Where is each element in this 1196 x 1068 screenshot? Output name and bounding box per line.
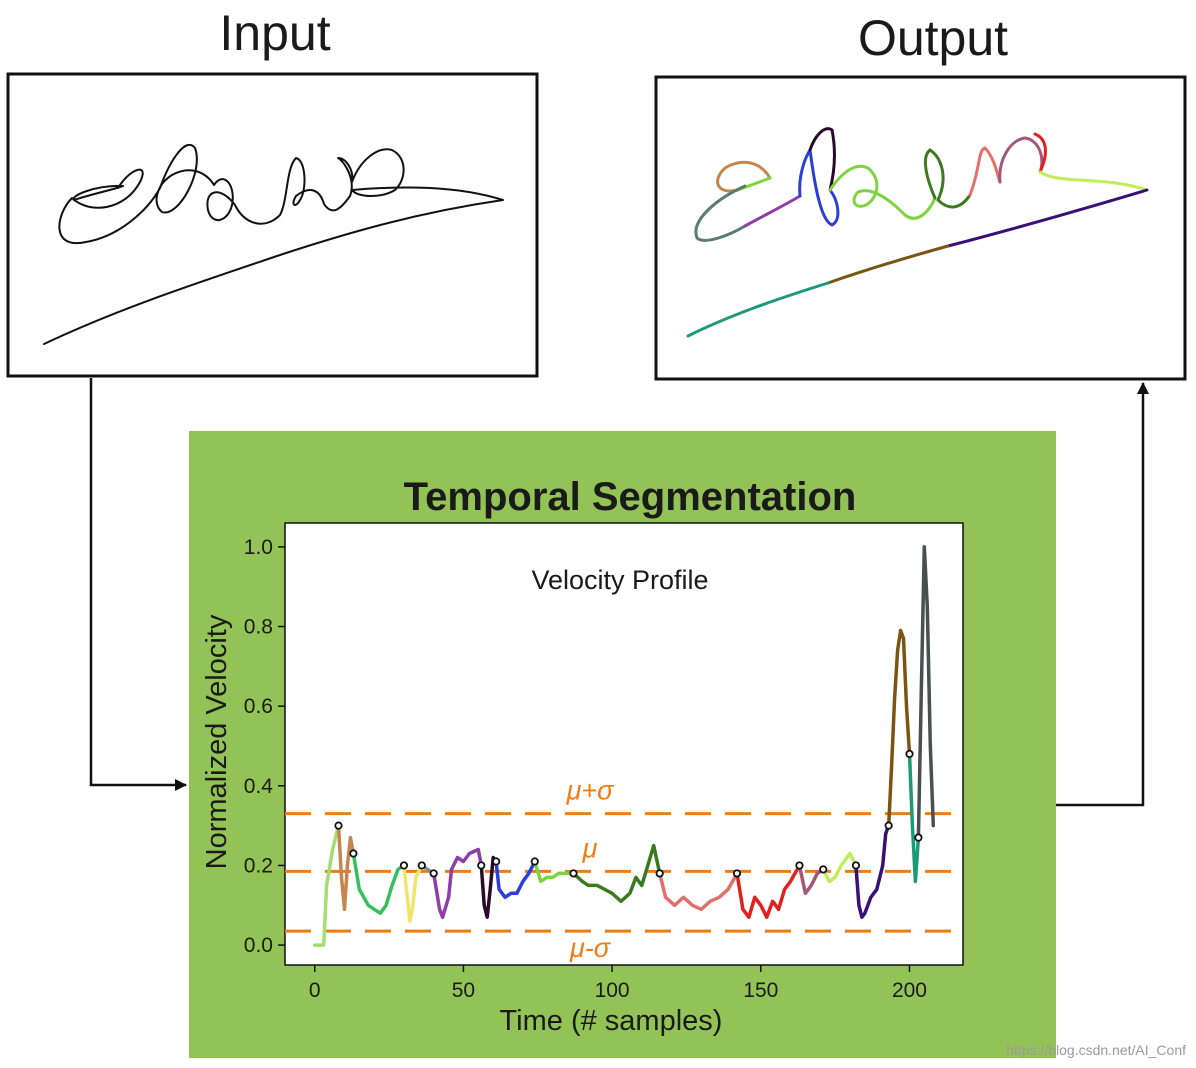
velocity-segment xyxy=(886,628,912,828)
plot-area xyxy=(284,522,964,966)
velocity-segment xyxy=(533,859,576,884)
velocity-segment xyxy=(402,863,424,923)
output-title: Output xyxy=(858,10,1008,66)
breakpoint-marker xyxy=(334,821,343,830)
output-stroke xyxy=(828,164,937,220)
y-axis-label: Normalized Velocity xyxy=(201,614,233,869)
breakpoint-marker xyxy=(819,865,828,874)
breakpoint-marker xyxy=(417,861,426,870)
breakpoint-marker xyxy=(732,869,742,878)
x-axis-ticks: 0 50 100 150 200 xyxy=(309,965,927,1002)
output-stroke xyxy=(743,194,802,228)
output-stroke xyxy=(686,281,830,338)
output-stroke xyxy=(923,148,972,209)
velocity-segment xyxy=(431,847,484,919)
threshold-label: μ xyxy=(582,833,598,863)
x-tick-label: 0 xyxy=(309,979,321,1002)
output-stroke xyxy=(716,160,772,193)
y-tick-label: 1.0 xyxy=(244,536,273,559)
velocity-segment xyxy=(735,863,802,919)
output-stroke xyxy=(694,184,747,242)
velocity-segment xyxy=(821,851,858,884)
breakpoint-marker xyxy=(492,857,501,866)
input-to-segmentation-arrow xyxy=(89,378,187,791)
breakpoint-marker xyxy=(851,861,861,870)
output-stroke xyxy=(1033,132,1047,174)
output-stroke xyxy=(808,127,836,192)
y-tick-label: 0.4 xyxy=(244,775,274,798)
output-stroke xyxy=(1038,170,1149,192)
y-axis-ticks: 0.0 0.2 0.4 0.6 0.8 1.0 xyxy=(244,536,285,957)
threshold-label: μ+σ xyxy=(566,776,616,806)
y-tick-label: 0.0 xyxy=(244,934,273,957)
velocity-segment xyxy=(854,823,891,919)
y-tick-label: 0.8 xyxy=(244,616,273,639)
breakpoint-marker xyxy=(477,861,486,870)
output-stroke xyxy=(798,145,840,227)
velocity-segment xyxy=(336,823,356,912)
segmentation-to-output-arrow xyxy=(1056,382,1149,807)
velocity-segment xyxy=(571,843,662,904)
breakpoint-marker xyxy=(429,869,438,878)
y-tick-label: 0.6 xyxy=(244,695,273,718)
x-tick-label: 200 xyxy=(892,979,927,1002)
breakpoint-marker xyxy=(399,861,409,870)
segmentation-title: Temporal Segmentation xyxy=(404,475,857,519)
segment-breakpoints xyxy=(334,749,923,878)
x-axis-label: Time (# samples) xyxy=(500,1005,723,1037)
x-tick-label: 50 xyxy=(452,979,475,1002)
watermark-text: https://blog.csdn.net/AI_Conf xyxy=(1006,1042,1186,1058)
output-segmented-signature xyxy=(686,127,1149,338)
breakpoint-marker xyxy=(795,861,804,870)
breakpoint-marker xyxy=(655,869,664,878)
input-title: Input xyxy=(219,5,330,61)
velocity-segment xyxy=(351,851,406,915)
output-stroke xyxy=(946,188,1149,248)
velocity-segment xyxy=(907,752,921,884)
breakpoint-marker xyxy=(349,849,358,858)
input-signature-drawing xyxy=(43,143,504,345)
threshold-lines: μ+σ μ μ-σ xyxy=(285,776,963,963)
output-stroke xyxy=(826,244,950,285)
threshold-label: μ-σ xyxy=(569,933,612,963)
velocity-segment xyxy=(494,859,537,900)
breakpoint-marker xyxy=(905,749,914,759)
breakpoint-marker xyxy=(914,833,923,842)
x-tick-label: 100 xyxy=(595,979,630,1002)
chart-title: Velocity Profile xyxy=(531,565,708,595)
velocity-segment xyxy=(479,855,498,919)
input-box xyxy=(6,72,539,378)
breakpoint-marker xyxy=(569,869,578,878)
velocity-segment xyxy=(797,863,825,896)
breakpoint-marker xyxy=(530,857,539,866)
velocity-segment xyxy=(916,545,936,840)
output-stroke xyxy=(968,146,1002,197)
x-tick-label: 150 xyxy=(743,979,778,1002)
y-tick-label: 0.2 xyxy=(244,854,273,877)
breakpoint-marker xyxy=(884,821,893,830)
output-stroke xyxy=(998,136,1044,184)
output-box xyxy=(654,75,1187,381)
velocity-segment xyxy=(312,823,341,947)
velocity-segment xyxy=(657,871,739,912)
